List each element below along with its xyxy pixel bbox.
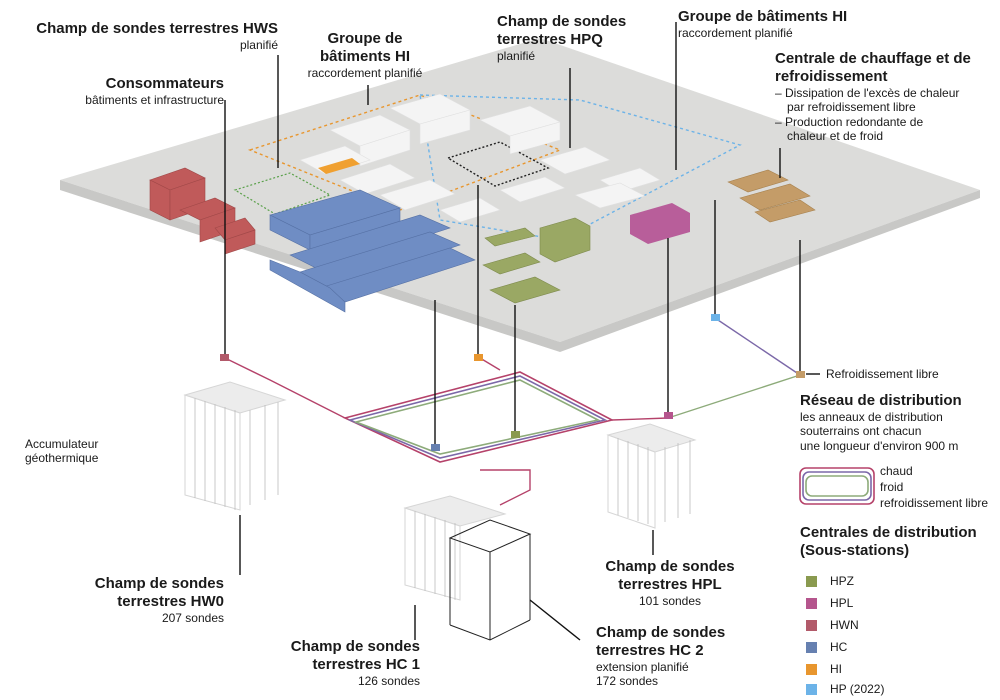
substations-title-2: (Sous-stations) <box>800 542 910 559</box>
legend-hp: HP (2022) <box>830 682 885 696</box>
consumers-sub: bâtiments et infrastructure <box>85 93 224 107</box>
hc2-sub-2: 172 sondes <box>596 674 659 689</box>
legend-hc: HC <box>830 640 848 654</box>
hi-group-1-title: Groupe de bâtiments HI <box>319 30 410 65</box>
white-buildings <box>299 93 661 223</box>
consumers-title: Consommateurs <box>105 75 224 92</box>
label-hi-group-2: Groupe de bâtiments HI raccordement plan… <box>678 8 878 40</box>
hi-group-2-sub: raccordement planifié <box>678 26 793 40</box>
hw0-sub: 207 sondes <box>161 611 224 625</box>
substation-hwn <box>220 354 229 361</box>
label-hws: Champ de sondes terrestres HWS planifié <box>30 20 278 52</box>
legend-hi: HI <box>830 662 842 676</box>
swatch-hc <box>806 642 817 653</box>
hpl-title-1: Champ de sondes <box>605 558 735 575</box>
substations-heading: Centrales de distribution (Sous-stations… <box>800 524 995 560</box>
label-network: Réseau de distribution les anneaux de di… <box>800 392 995 453</box>
hc1-sub: 126 sondes <box>357 674 420 688</box>
hc1-title-1: Champ de sondes <box>290 638 420 655</box>
network-legend-cold: froid <box>880 480 904 494</box>
label-hpq: Champ de sondes terrestres HPQ planifié <box>497 13 647 63</box>
plant-buildings <box>727 169 816 223</box>
label-hpl: Champ de sondes terrestres HPL 101 sonde… <box>585 558 755 608</box>
hw0-title-1: Champ de sondes <box>94 575 224 592</box>
label-hi-group-1: Groupe de bâtiments HI raccordement plan… <box>290 30 440 80</box>
network-desc-1: les anneaux de distribution <box>800 410 943 424</box>
network-legend-hot: chaud <box>880 464 913 478</box>
label-hc1: Champ de sondes terrestres HC 1 126 sond… <box>250 638 420 688</box>
legend-hpl: HPL <box>830 596 854 610</box>
hpq-sub: planifié <box>497 49 536 63</box>
network-legend-free-cooling: refroidissement libre <box>880 496 989 510</box>
substation-hp <box>711 314 720 321</box>
swatch-hwn <box>806 620 817 631</box>
substation-hpz <box>511 431 520 438</box>
label-hw0: Champ de sondes terrestres HW0 207 sonde… <box>60 575 224 625</box>
plant-title: Centrale de chauffage et de refroidissem… <box>775 50 971 85</box>
network-desc-3: une longueur d'environ 900 m <box>800 438 959 453</box>
swatch-hi <box>806 664 817 675</box>
probe-fields <box>183 381 697 601</box>
substation-hpl <box>664 412 673 419</box>
hc-buildings <box>269 189 476 313</box>
swatch-hp <box>806 684 817 695</box>
probe-lines <box>194 398 691 600</box>
label-hc2: Champ de sondes terrestres HC 2 extensio… <box>596 624 776 689</box>
hi-group-outline <box>247 94 562 211</box>
hpq-outline <box>446 141 550 187</box>
hws-outline <box>233 172 332 215</box>
label-storage: Accumulateur géothermique <box>25 437 98 466</box>
hws-sub: planifié <box>239 38 278 52</box>
storage-line-1: Accumulateur <box>25 437 99 451</box>
free-cooling-node <box>796 371 805 378</box>
hc2-title-2: terrestres HC 2 <box>596 642 704 659</box>
hpl-title-2: terrestres HPL <box>618 576 722 593</box>
hi-group-2-title: Groupe de bâtiments HI <box>678 8 848 25</box>
distribution-ring <box>342 371 615 463</box>
label-plant: Centrale de chauffage et de refroidissem… <box>775 50 975 144</box>
substation-hc <box>431 444 440 451</box>
hpl-sub: 101 sondes <box>638 594 702 608</box>
network-title: Réseau de distribution <box>800 392 962 409</box>
swatch-hpz <box>806 576 817 587</box>
swatch-hpl <box>806 598 817 609</box>
plant-item-3: – Production redondante de <box>775 114 924 129</box>
network-desc-2: souterrains ont chacun <box>800 424 922 439</box>
legend-hwn: HWN <box>830 618 859 632</box>
hpq-title: Champ de sondes terrestres HPQ <box>497 13 627 48</box>
hpl-building <box>630 203 690 244</box>
hc1-title-2: terrestres HC 1 <box>312 656 420 673</box>
plant-item-1: – Dissipation de l'excès de chaleur <box>775 86 960 100</box>
hc2-sub-1: extension planifié <box>596 660 689 674</box>
network-legend-lines <box>799 467 875 505</box>
plant-item-2: par refroidissement libre <box>787 100 916 115</box>
storage-line-2: géothermique <box>25 451 99 466</box>
legend-hpz: HPZ <box>830 574 854 588</box>
label-consumers: Consommateurs bâtiments et infrastructur… <box>30 75 224 107</box>
hi-building <box>318 158 360 174</box>
label-free-cooling: Refroidissement libre <box>826 367 939 381</box>
substation-hi <box>474 354 483 361</box>
hc2-title-1: Champ de sondes <box>596 624 726 641</box>
hc2-planned-box <box>448 519 532 641</box>
substations-title-1: Centrales de distribution <box>800 524 977 541</box>
hi-group-1-sub: raccordement planifié <box>307 66 423 80</box>
network-branches <box>224 317 801 506</box>
hpz-buildings <box>482 217 591 304</box>
hw0-title-2: terrestres HW0 <box>117 593 224 610</box>
plant-item-4: chaleur et de froid <box>787 129 884 144</box>
hws-title: Champ de sondes terrestres HWS <box>36 20 278 37</box>
leader-lines <box>224 22 820 641</box>
